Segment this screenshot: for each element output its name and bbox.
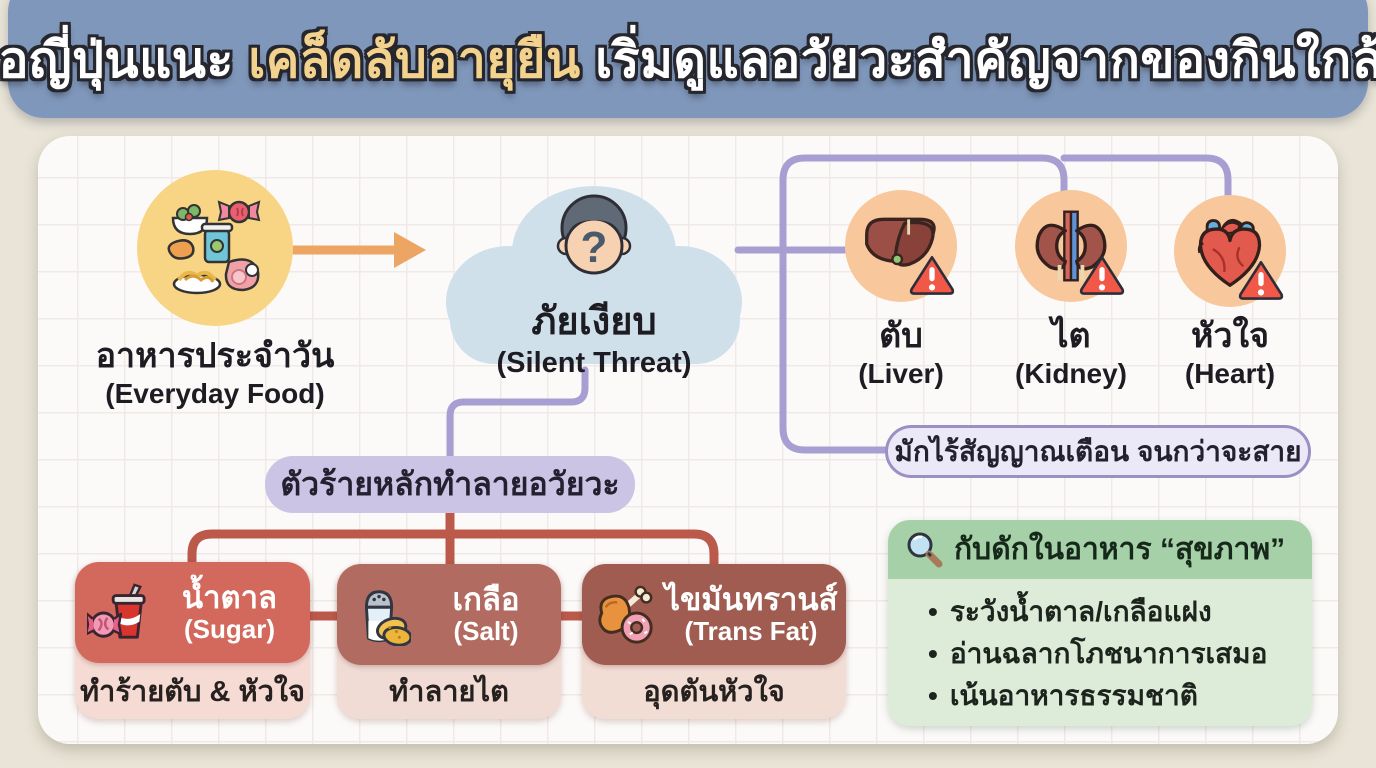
villains-header: ตัวร้ายหลักทำลายอวัยวะ xyxy=(265,456,635,513)
health-trap-bullet-1: ระวังน้ำตาล/เกลือแฝง xyxy=(928,591,1304,633)
villain-transfat-main-box: ไขมันทรานส์ (Trans Fat) xyxy=(582,564,846,665)
heart-icon xyxy=(1197,218,1262,287)
silent-threat-label-en: (Silent Threat) xyxy=(496,346,692,379)
organ-liver-label-th: ตับ xyxy=(879,317,923,355)
health-trap-list: ระวังน้ำตาล/เกลือแฝง อ่านฉลากโภชนาการเสม… xyxy=(928,591,1304,717)
warning-icon xyxy=(909,255,955,295)
everyday-food-circle xyxy=(137,170,293,326)
silent-threat-cloud: ? ภัยเงียบ (Silent Threat) xyxy=(428,172,760,380)
villain-transfat-name-th: ไขมันทรานส์ xyxy=(664,581,838,617)
title-banner: หมอญี่ปุ่นแนะ เคล็ดลับอายุยืน เริ่มดูแลอ… xyxy=(0,0,1376,118)
organ-liver-label-en: (Liver) xyxy=(858,357,944,389)
organ-liver-label: ตับ (Liver) xyxy=(811,316,991,390)
villain-sugar-name: น้ำตาล (Sugar) xyxy=(157,579,302,645)
sugar-icon xyxy=(87,582,146,639)
title-suffix: เริ่มดูแลอวัยวะสำคัญจากของกินใกล้ตัว xyxy=(595,31,1376,88)
purple-connectors xyxy=(446,154,1232,462)
salt-icon xyxy=(364,589,411,646)
villain-transfat-name: ไขมันทรานส์ (Trans Fat) xyxy=(664,581,838,647)
villain-card-sugar: น้ำตาล (Sugar) ทำร้ายตับ & หัวใจ xyxy=(75,562,310,719)
villain-salt-name: เกลือ (Salt) xyxy=(419,581,553,647)
villain-sugar-effect: ทำร้ายตับ & หัวใจ xyxy=(79,676,306,708)
organ-heart-label-th: หัวใจ xyxy=(1190,317,1270,355)
organ-heart-circle xyxy=(1174,195,1286,307)
face-question-icon: ? xyxy=(556,194,632,275)
connector-lines xyxy=(187,154,1232,621)
liver-icon xyxy=(865,217,936,267)
title-highlight: เคล็ดลับอายุยืน xyxy=(248,31,581,88)
silent-threat-label: ภัยเงียบ (Silent Threat) xyxy=(428,300,760,380)
title-prefix: หมอญี่ปุ่นแนะ xyxy=(0,31,234,88)
svg-text:?: ? xyxy=(581,223,608,272)
villain-salt-main-box: เกลือ (Salt) xyxy=(337,564,561,665)
warning-note: มักไร้สัญญาณเตือน จนกว่าจะสาย xyxy=(885,425,1311,478)
warning-icon xyxy=(1079,255,1125,295)
health-trap-header: กับดักในอาหาร “สุขภาพ” xyxy=(888,520,1312,579)
health-trap-title: กับดักในอาหาร “สุขภาพ” xyxy=(954,533,1286,566)
trans-fat-icon xyxy=(598,585,653,644)
villain-sugar-main-box: น้ำตาล (Sugar) xyxy=(75,562,310,663)
organ-liver-circle xyxy=(845,190,957,302)
flow-arrow-icon xyxy=(289,232,426,268)
diagram-card: อาหารประจำวัน (Everyday Food) ? xyxy=(38,136,1338,744)
health-trap-bullet-3: เน้นอาหารธรรมชาติ xyxy=(928,675,1304,717)
villain-transfat-effect: อุดตันหัวใจ xyxy=(643,676,785,708)
everyday-food-label: อาหารประจำวัน (Everyday Food) xyxy=(40,336,390,410)
villain-sugar-name-th: น้ำตาล xyxy=(181,579,278,615)
organ-heart-label-en: (Heart) xyxy=(1184,357,1276,389)
organ-kidney-circle xyxy=(1015,190,1127,302)
kidney-icon xyxy=(1035,210,1107,282)
villain-transfat-name-en: (Trans Fat) xyxy=(684,616,818,647)
page-title: หมอญี่ปุ่นแนะ เคล็ดลับอายุยืน เริ่มดูแลอ… xyxy=(0,21,1376,100)
magnifier-icon xyxy=(907,532,943,567)
organ-kidney-label: ไต (Kidney) xyxy=(981,316,1161,390)
everyday-food-label-th: อาหารประจำวัน xyxy=(95,337,335,375)
organ-kidney-label-th: ไต xyxy=(1051,317,1091,355)
villain-salt-effect: ทำลายไต xyxy=(389,676,509,708)
villain-salt-name-th: เกลือ xyxy=(452,581,520,617)
villain-card-salt: เกลือ (Salt) ทำลายไต xyxy=(337,564,561,719)
red-connectors xyxy=(187,505,719,621)
villain-card-transfat: ไขมันทรานส์ (Trans Fat) อุดตันหัวใจ xyxy=(582,564,846,719)
organ-heart-label: หัวใจ (Heart) xyxy=(1140,316,1320,390)
everyday-food-label-en: (Everyday Food) xyxy=(105,377,325,409)
silent-threat-label-th: ภัยเงียบ xyxy=(531,301,657,343)
warning-icon xyxy=(1238,260,1284,300)
health-trap-box: กับดักในอาหาร “สุขภาพ” ระวังน้ำตาล/เกลือ… xyxy=(888,520,1312,726)
villain-salt-name-en: (Salt) xyxy=(453,616,519,647)
health-trap-body: ระวังน้ำตาล/เกลือแฝง อ่านฉลากโภชนาการเสม… xyxy=(888,579,1312,726)
food-plate-icon xyxy=(167,200,261,295)
organ-kidney-label-en: (Kidney) xyxy=(1015,357,1127,389)
villain-sugar-name-en: (Sugar) xyxy=(184,614,275,645)
health-trap-bullet-2: อ่านฉลากโภชนาการเสมอ xyxy=(928,633,1304,675)
